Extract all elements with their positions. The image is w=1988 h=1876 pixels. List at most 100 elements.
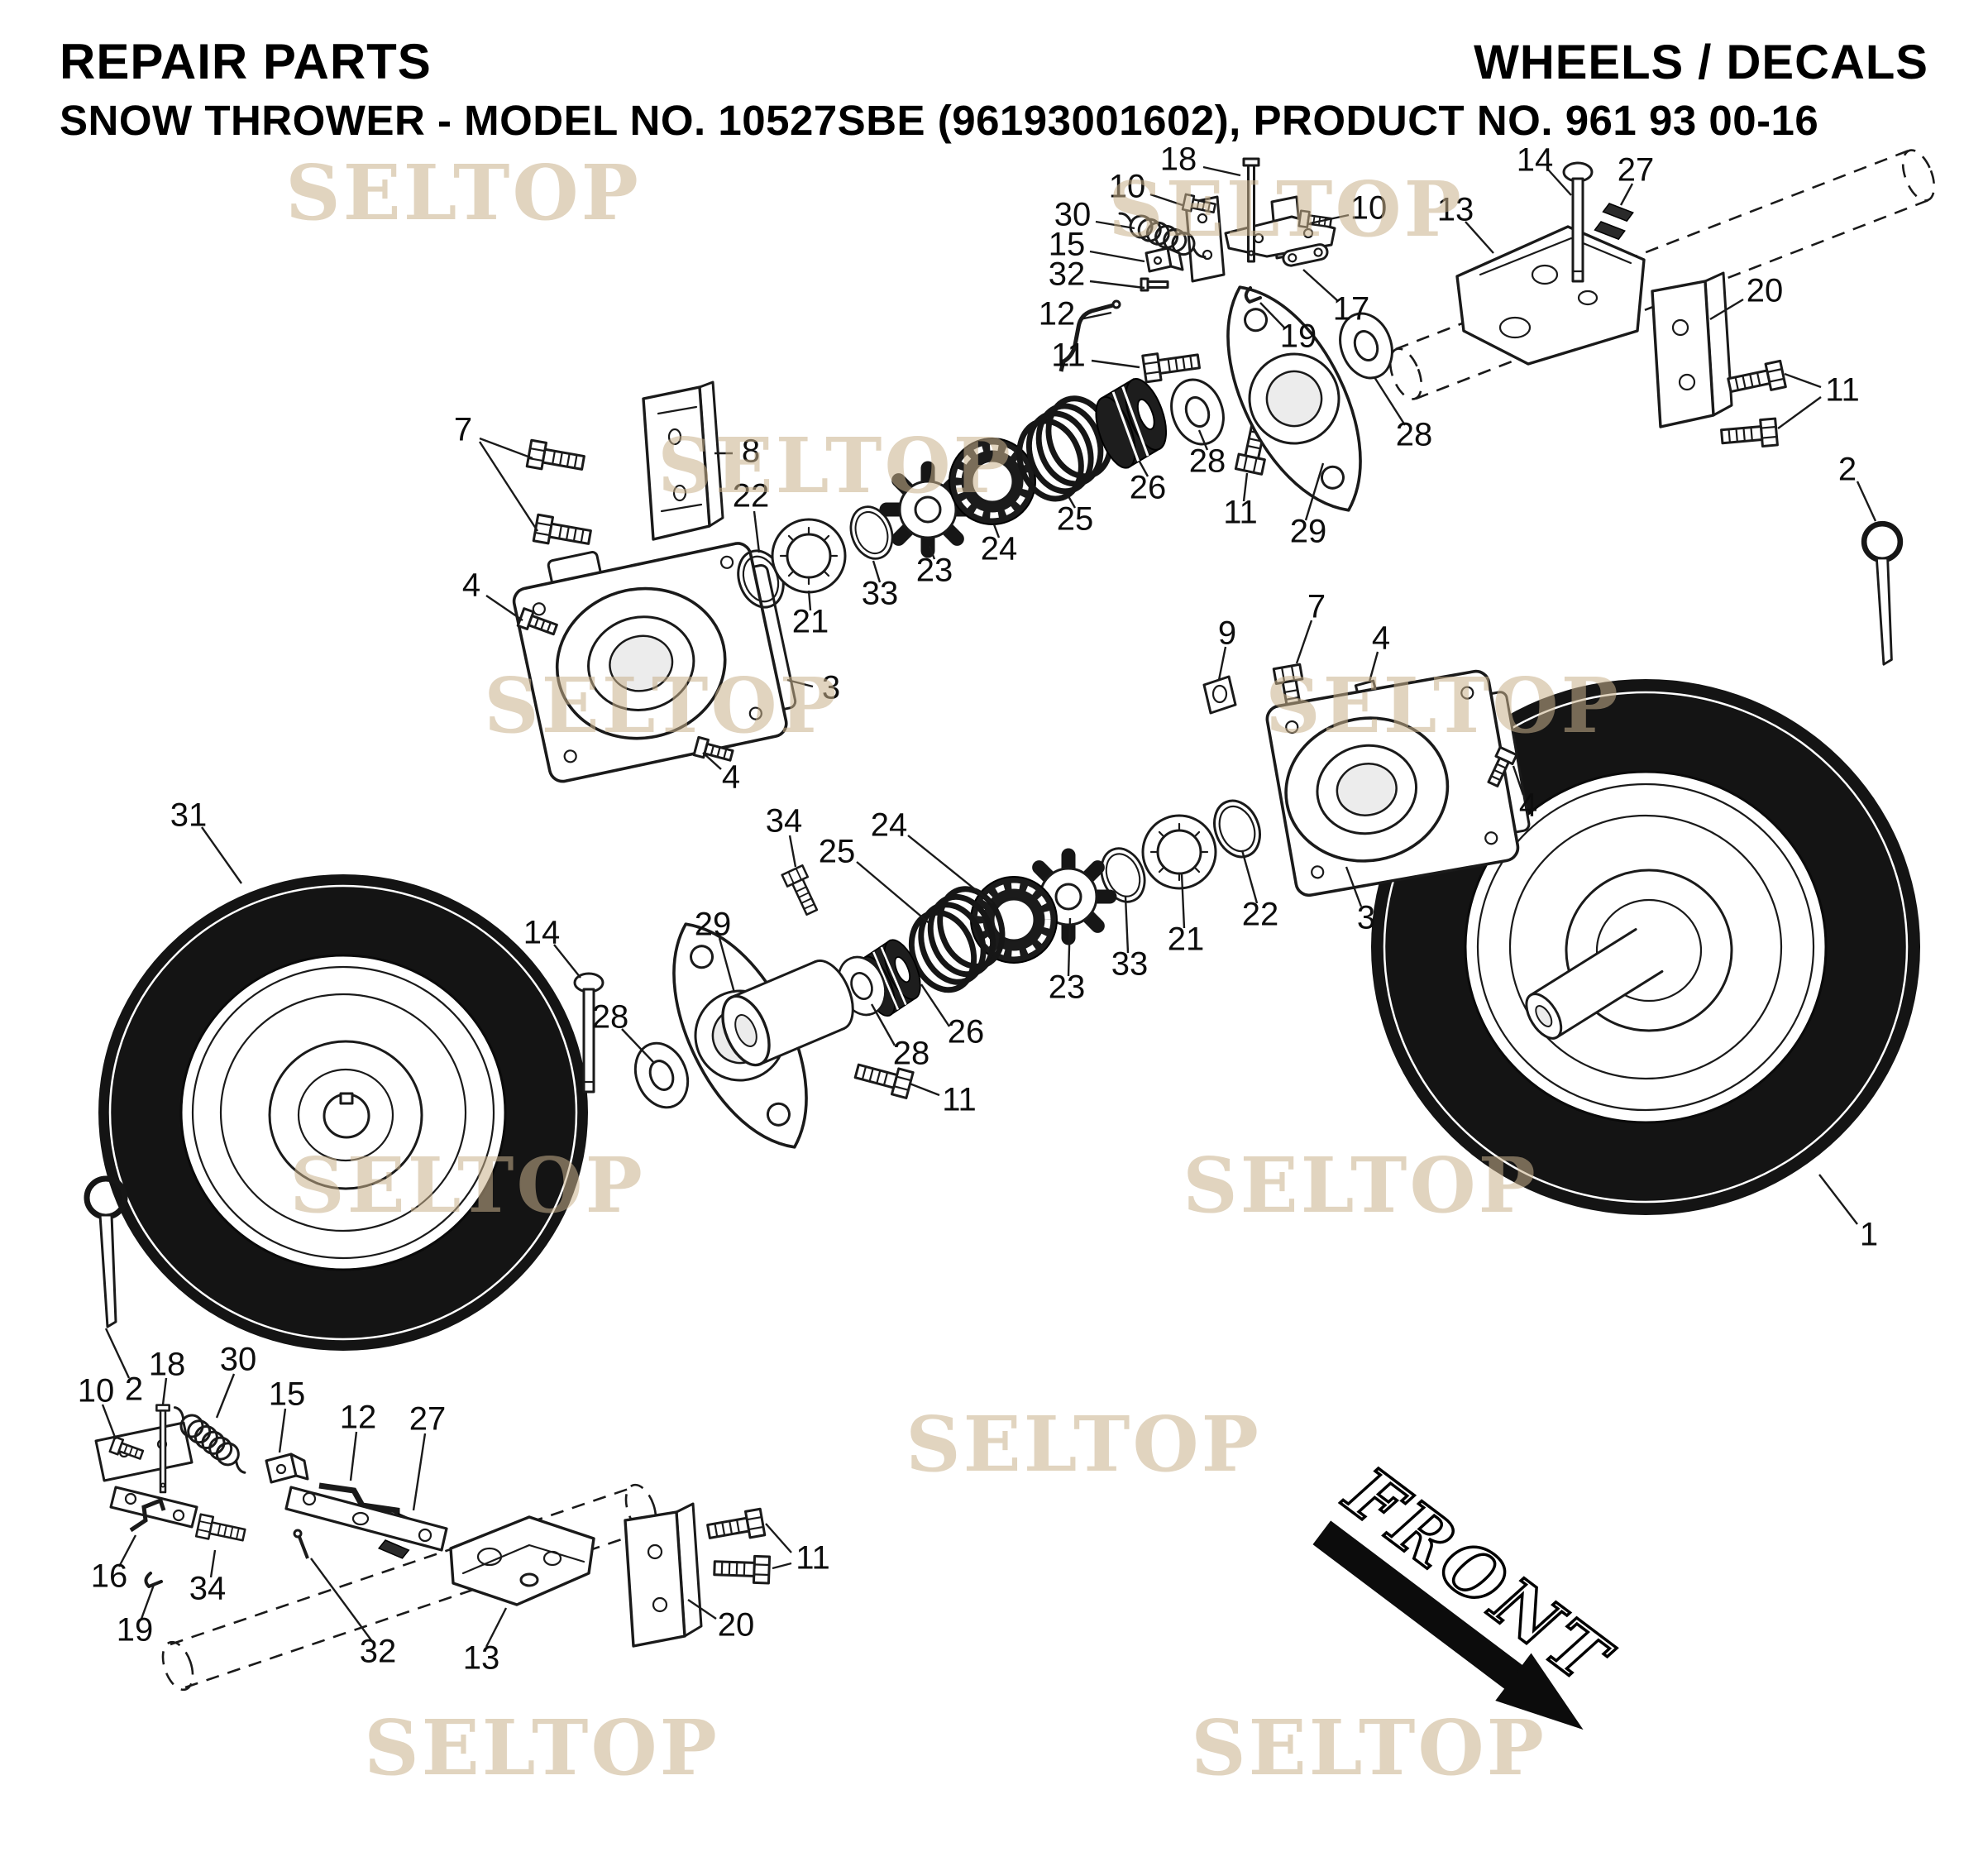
part-number-21: 21 — [1168, 921, 1205, 958]
leader-line-30 — [1095, 220, 1135, 230]
part-number-4: 4 — [722, 759, 740, 796]
leader-line-25 — [856, 861, 932, 926]
part-number-26: 26 — [948, 1014, 985, 1050]
ring-pin-2-icon — [1864, 524, 1900, 664]
leader-line-13 — [485, 1607, 508, 1648]
leader-line-11 — [1242, 472, 1249, 502]
part-number-17: 17 — [1333, 291, 1370, 328]
part-number-12: 12 — [1039, 296, 1076, 333]
bolt-34-icon — [194, 1513, 247, 1548]
leader-line-1 — [1818, 1174, 1858, 1225]
bolt-11-icon — [1719, 417, 1779, 452]
leader-line-23 — [1067, 917, 1072, 977]
leader-line-11 — [1091, 359, 1140, 369]
part-number-11: 11 — [1223, 495, 1258, 531]
leader-line-14 — [553, 944, 581, 979]
leader-line-7 — [479, 437, 533, 460]
part-number-19: 19 — [1280, 318, 1317, 355]
part-number-23: 23 — [1049, 969, 1086, 1006]
part-number-28: 28 — [1396, 417, 1433, 453]
axle-bracket-13 — [1455, 225, 1646, 366]
watermark: SELTOP — [285, 148, 641, 237]
part-number-8: 8 — [742, 433, 760, 470]
part-number-29: 29 — [1290, 514, 1327, 550]
leader-line-11 — [765, 1523, 792, 1553]
subtitle-prefix: SNOW THROWER - MODEL NO. — [60, 97, 719, 144]
part-number-13: 13 — [1437, 192, 1474, 228]
leader-line-2 — [1856, 481, 1877, 522]
leader-line-31 — [201, 826, 242, 884]
wheel-bushing — [721, 959, 854, 1067]
bracket-9 — [1202, 675, 1237, 715]
axle-tube-lower — [161, 1483, 657, 1692]
part-number-10: 10 — [1109, 169, 1146, 205]
leader-line-18 — [1202, 165, 1241, 177]
leader-line-11 — [772, 1562, 792, 1570]
part-number-2: 2 — [1838, 452, 1857, 488]
coupler-21-icon — [1141, 814, 1217, 890]
leader-line-22 — [1240, 849, 1259, 904]
bolt-34-icon — [781, 864, 824, 918]
part-number-16: 16 — [91, 1558, 128, 1595]
part-number-33: 33 — [862, 576, 899, 612]
leader-line-29 — [718, 937, 736, 993]
leader-line-11 — [909, 1082, 940, 1097]
model-subtitle: SNOW THROWER - MODEL NO. 10527SBE (96193… — [60, 96, 1818, 145]
bracket-8 — [642, 380, 724, 541]
part-number-11: 11 — [796, 1540, 830, 1577]
part-number-31: 31 — [170, 797, 208, 834]
leader-line-12 — [1079, 311, 1112, 321]
part-number-25: 25 — [1057, 501, 1094, 538]
leader-line-32 — [1089, 280, 1145, 290]
pin-32-icon — [298, 1536, 309, 1559]
part-number-18: 18 — [149, 1347, 186, 1383]
part-number-11: 11 — [1825, 372, 1860, 409]
pivot-arm — [284, 1486, 448, 1552]
coupler-21-icon — [771, 518, 847, 594]
leader-line-34 — [788, 835, 797, 868]
leader-line-33 — [872, 560, 882, 583]
part-number-11: 11 — [942, 1082, 977, 1118]
page-title: REPAIR PARTS — [60, 34, 432, 89]
leader-line-28 — [1373, 376, 1407, 426]
part-number-34: 34 — [189, 1571, 227, 1607]
clip-16-icon — [129, 1497, 166, 1533]
leader-line-27 — [412, 1433, 427, 1511]
washer-28-icon — [1161, 371, 1234, 453]
leader-line-20 — [687, 1599, 717, 1620]
watermark: SELTOP — [1183, 1141, 1538, 1230]
clip-19-icon — [1244, 286, 1262, 304]
leader-line-18 — [161, 1377, 168, 1405]
leader-line-3 — [786, 678, 814, 688]
bolt-11-icon — [705, 1507, 767, 1546]
leader-line-23 — [928, 545, 936, 560]
part-number-33: 33 — [1111, 946, 1149, 983]
part-number-28: 28 — [893, 1036, 930, 1072]
leader-line-4 — [702, 752, 722, 770]
leader-line-19 — [1259, 302, 1286, 329]
part-number-4: 4 — [462, 567, 480, 604]
leader-line-21 — [1180, 873, 1186, 929]
leader-line-13 — [1465, 221, 1494, 254]
pin-32-icon — [1140, 277, 1169, 292]
watermark: SELTOP — [364, 1703, 719, 1792]
wheel-housing-left — [512, 542, 797, 783]
part-number-9: 9 — [1218, 615, 1236, 652]
watermark: SELTOP — [906, 1400, 1261, 1489]
part-number-10: 10 — [1350, 190, 1388, 227]
leader-line-11 — [1777, 396, 1822, 429]
part-number-1: 1 — [1860, 1217, 1878, 1253]
part-number-24: 24 — [871, 807, 908, 844]
watermark: SELTOP — [484, 661, 839, 750]
part-number-19: 19 — [117, 1612, 154, 1649]
leader-line-12 — [349, 1431, 358, 1481]
leader-line-30 — [215, 1373, 236, 1419]
part-number-32: 32 — [360, 1634, 397, 1670]
lever-12 — [1059, 302, 1117, 372]
part-number-11: 11 — [1051, 337, 1086, 374]
bolt-7-icon — [532, 513, 594, 552]
part-number-7: 7 — [454, 412, 472, 448]
bolt-11-icon — [1725, 359, 1787, 400]
leader-line-27 — [1619, 183, 1634, 206]
part-number-28: 28 — [1189, 443, 1226, 480]
